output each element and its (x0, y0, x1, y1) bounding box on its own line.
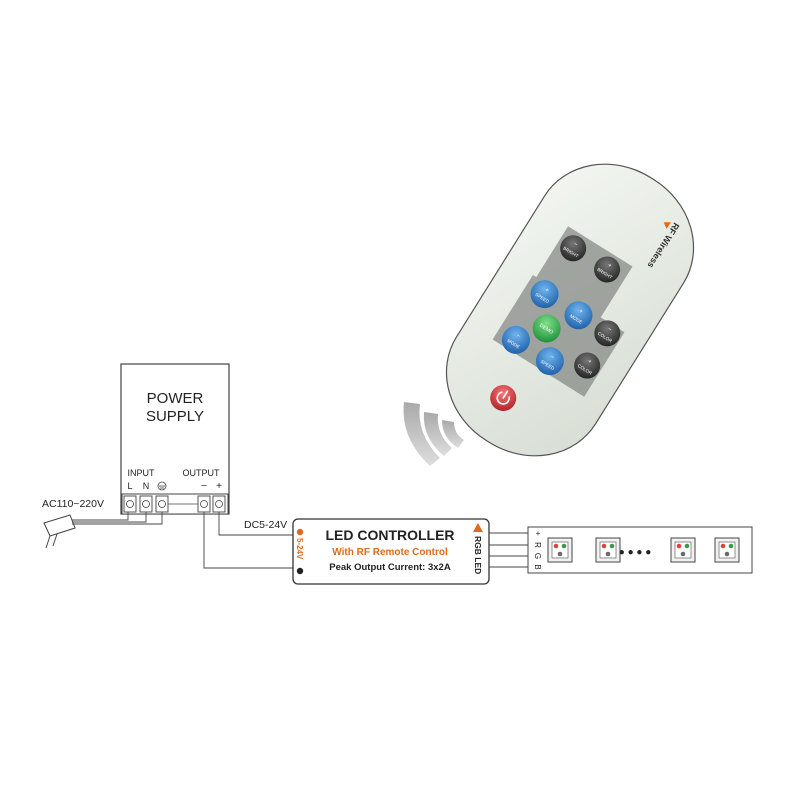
button-speed-minus[interactable]: − SPEED (531, 342, 570, 381)
controller-voltage-label: 5-24V (295, 538, 304, 560)
output-plus-label: + (216, 481, 222, 492)
svg-text:−: − (515, 333, 522, 340)
svg-text:−: − (606, 326, 613, 333)
strip-pin-g: G (533, 553, 542, 559)
power-icon (496, 390, 510, 405)
svg-text:−: − (549, 354, 556, 361)
dc-voltage-label: DC5-24V (244, 519, 287, 531)
button-bright-minus[interactable]: − BRIGHT (555, 230, 591, 266)
ac-input-cable: AC110~220V (42, 498, 163, 549)
terminal-n (139, 495, 153, 513)
power-supply-title-2: SUPPLY (146, 408, 204, 425)
dc-cable (203, 512, 293, 569)
input-n-label: N (143, 481, 150, 491)
button-bright-plus[interactable]: + BRIGHT (589, 252, 625, 288)
power-supply-title-1: POWER (147, 390, 204, 407)
svg-text:+: + (586, 359, 593, 366)
terminal-ground (155, 495, 169, 513)
rf-signal-icon (403, 402, 464, 466)
ground-symbol-icon (157, 481, 167, 491)
strip-pin-b: B (533, 564, 542, 569)
output-minus-label: − (201, 481, 207, 492)
power-button[interactable] (485, 380, 521, 416)
strip-pin-plus: + (536, 529, 541, 538)
controller-subtitle: With RF Remote Control (332, 547, 448, 558)
svg-text:+: + (578, 308, 585, 315)
button-mode-minus[interactable]: − MODE (497, 321, 536, 360)
plus-terminal-icon (296, 528, 304, 536)
led-controller: LED CONTROLLER With RF Remote Control Pe… (292, 518, 490, 585)
terminal-plus (212, 495, 226, 513)
button-color-minus[interactable]: − COLOR (589, 315, 625, 351)
power-plug-icon (43, 514, 76, 549)
svg-text:+: + (544, 287, 551, 294)
power-supply-box (120, 363, 230, 515)
mode-minus-label: MODE (507, 338, 521, 349)
minus-terminal-icon (296, 567, 304, 575)
svg-text:−: − (572, 241, 579, 248)
terminal-minus (197, 495, 211, 513)
button-demo[interactable]: DEMO (527, 309, 566, 348)
controller-title: LED CONTROLLER (325, 527, 454, 543)
led-chip (547, 537, 573, 563)
output-label: OUTPUT (183, 468, 221, 478)
mode-plus-label: MODE (569, 313, 583, 324)
strip-continuation-dots: ● ● ● ● (619, 547, 652, 558)
input-label: INPUT (128, 468, 156, 478)
controller-rgb-label: RGB LED (473, 536, 483, 574)
led-chip (595, 537, 621, 563)
button-color-plus[interactable]: + COLOR (569, 348, 605, 384)
led-chip (714, 537, 740, 563)
controller-peak-current: Peak Output Current: 3x2A (329, 562, 451, 573)
led-controller-box (292, 518, 490, 585)
ac-voltage-label: AC110~220V (42, 498, 104, 510)
button-speed-plus[interactable]: + SPEED (525, 275, 564, 314)
input-l-label: L (127, 481, 132, 491)
strip-pin-r: R (533, 542, 542, 548)
rgb-output-wires (489, 532, 533, 568)
terminal-l (123, 495, 137, 513)
button-mode-plus[interactable]: + MODE (559, 296, 598, 335)
rgb-arrow-icon (473, 523, 483, 532)
remote-brand-icon (663, 222, 671, 229)
svg-text:+: + (606, 263, 613, 270)
led-strip: + R G B ● ● ● ● (527, 526, 753, 574)
power-supply: POWER SUPPLY INPUT OUTPUT L N − + (120, 363, 230, 515)
led-chip (670, 537, 696, 563)
rf-remote: RF Wireless − BRIGHT + BRIGHT + SPEED + … (445, 163, 695, 457)
